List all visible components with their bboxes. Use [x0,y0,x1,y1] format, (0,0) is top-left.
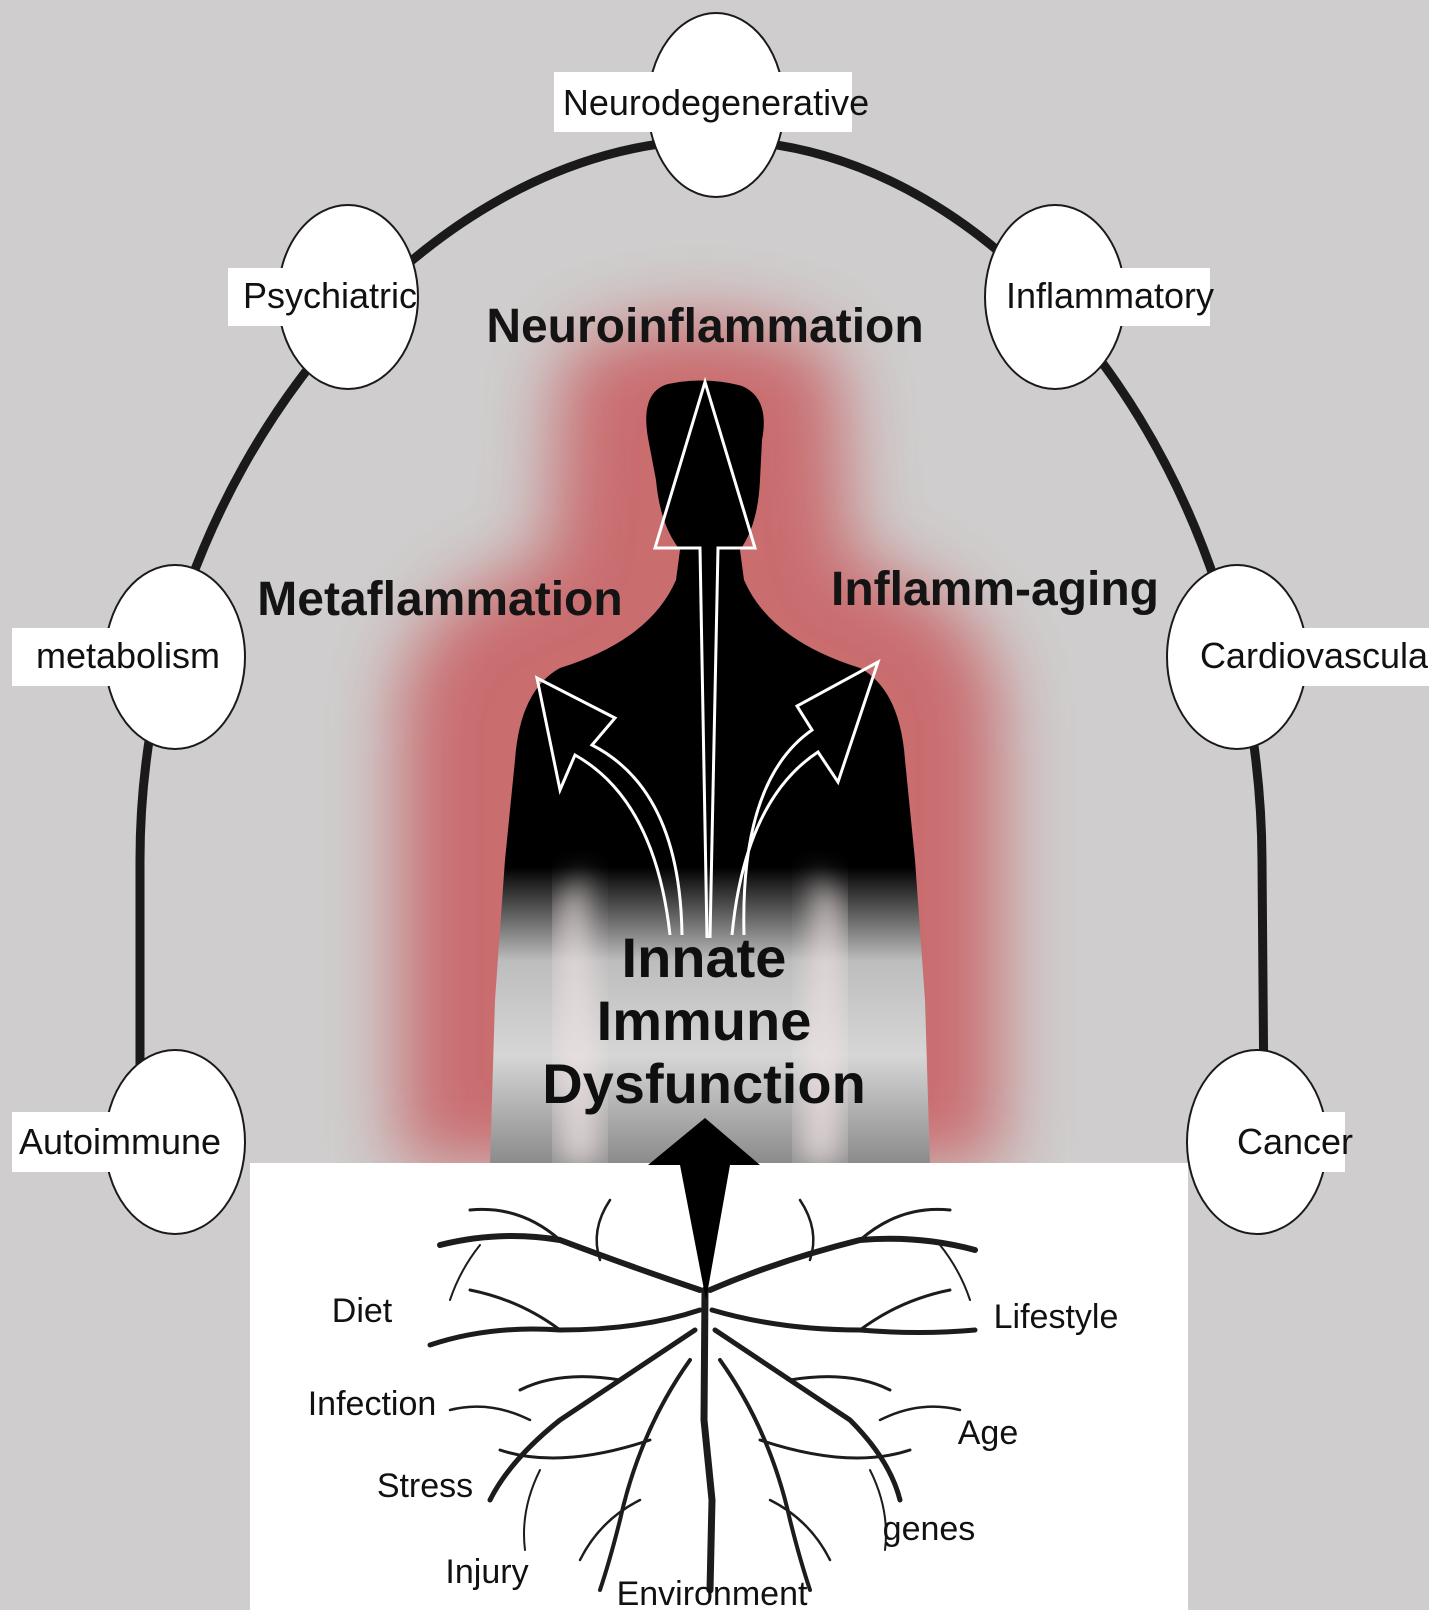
node-inflammatory: Inflammatory [985,205,1214,389]
label-environment: Environment [617,1575,808,1610]
label-genes: genes [883,1510,976,1548]
label-inflammatory: Inflammatory [1006,275,1214,316]
label-autoimmune: Autoimmune [19,1121,221,1162]
label-inflamm-aging: Inflamm-aging [831,563,1159,616]
label-injury: Injury [445,1553,528,1591]
label-psychiatric: Psychiatric [243,275,417,316]
node-cardiovascular: Cardiovascular [1167,565,1429,749]
label-cancer: Cancer [1237,1121,1353,1162]
label-metabolism: metabolism [36,635,220,676]
node-metabolism: metabolism [12,565,245,749]
label-cardiovascular: Cardiovascular [1200,635,1429,676]
label-metaflammation: Metaflammation [257,573,622,626]
label-stress: Stress [377,1467,473,1505]
label-age: Age [958,1414,1019,1452]
label-dysfunction: Dysfunction [542,1052,866,1115]
node-psychiatric: Psychiatric [228,205,418,389]
label-neurodegenerative: Neurodegenerative [563,82,869,123]
label-neuroinflammation: Neuroinflammation [486,300,923,353]
node-cancer: Cancer [1187,1050,1353,1234]
node-neurodegenerative: Neurodegenerative [554,13,869,197]
label-immune: Immune [597,989,812,1052]
label-lifestyle: Lifestyle [994,1298,1119,1336]
node-autoimmune: Autoimmune [12,1050,245,1234]
label-infection: Infection [308,1385,437,1423]
label-innate: Innate [622,926,787,989]
label-diet: Diet [332,1292,393,1330]
